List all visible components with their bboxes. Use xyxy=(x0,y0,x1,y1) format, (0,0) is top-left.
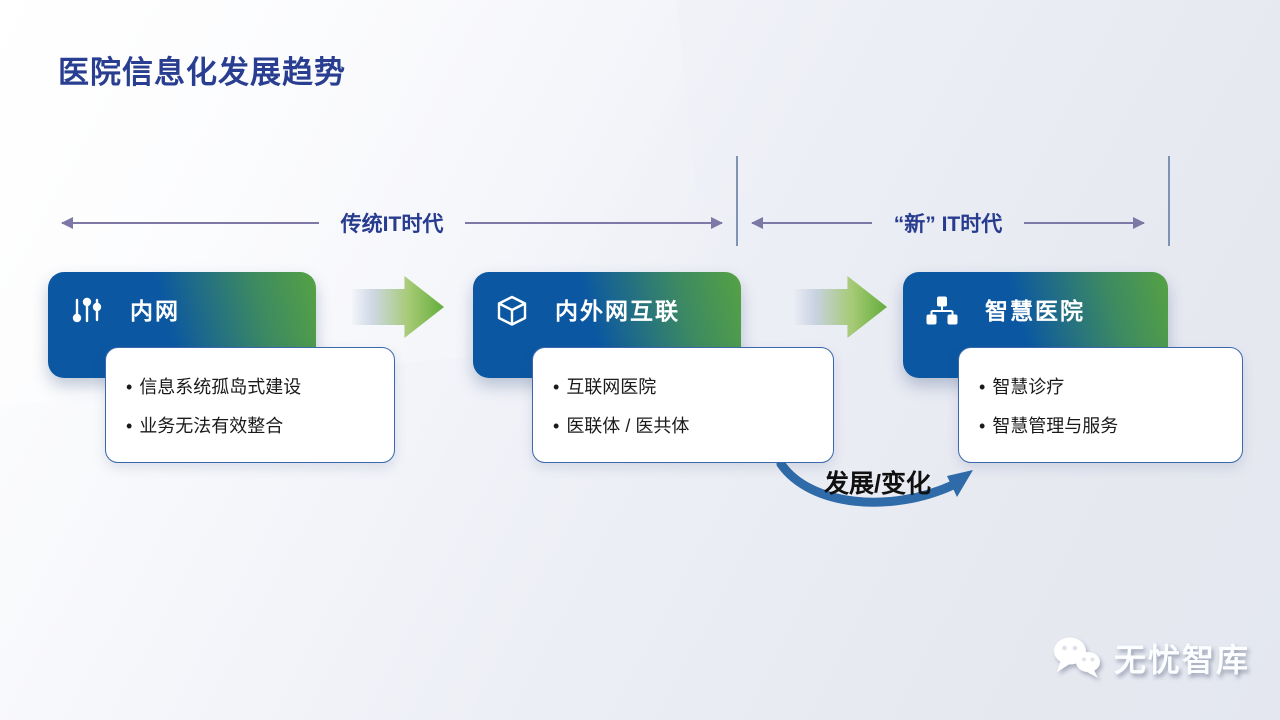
bullet-text: 智慧管理与服务 xyxy=(992,416,1119,436)
bullet-item: • 互联网医院 xyxy=(553,377,823,398)
bullet-item: • 业务无法有效整合 xyxy=(126,416,384,437)
page-title: 医院信息化发展趋势 xyxy=(58,54,346,90)
stage-label: 智慧医院 xyxy=(985,298,1085,324)
bullet-text: 信息系统孤岛式建设 xyxy=(139,377,302,398)
era-label: “新” IT时代 xyxy=(893,213,1003,236)
era-new-it: “新” IT时代 xyxy=(751,206,1145,240)
arrow-left-icon xyxy=(61,217,319,229)
bullet-item: • 智慧管理与服务 xyxy=(979,416,1232,437)
arrow-left-icon xyxy=(751,217,872,229)
era-traditional-it: 传统IT时代 xyxy=(61,206,723,240)
stage-label: 内网 xyxy=(130,298,180,324)
flow-arrow-icon xyxy=(352,276,444,338)
arrow-right-icon xyxy=(465,217,723,229)
bullet-marker: • xyxy=(126,377,133,398)
watermark: 无忧智库 xyxy=(1050,632,1250,684)
transition-label: 发展/变化 xyxy=(824,470,931,498)
wechat-icon xyxy=(1054,637,1100,678)
cube-icon xyxy=(493,292,531,330)
bullet-text: 智慧诊疗 xyxy=(992,377,1065,398)
bullet-marker: • xyxy=(553,377,560,398)
bullet-marker: • xyxy=(553,416,560,436)
bullet-item: • 医联体 / 医共体 xyxy=(553,416,823,437)
stage-card-intranet: • 信息系统孤岛式建设 • 业务无法有效整合 xyxy=(105,347,395,463)
era-label: 传统IT时代 xyxy=(340,213,444,236)
era-divider xyxy=(1168,156,1170,246)
era-divider xyxy=(736,156,738,246)
curved-arrow-icon xyxy=(776,459,973,507)
arrow-right-icon xyxy=(1024,217,1145,229)
bullet-item: • 信息系统孤岛式建设 xyxy=(126,377,384,398)
bullet-text: 互联网医院 xyxy=(566,377,657,398)
bullet-marker: • xyxy=(979,416,986,436)
stage-card-smart-hospital: • 智慧诊疗 • 智慧管理与服务 xyxy=(958,347,1243,463)
orgchart-icon xyxy=(923,292,961,330)
bullet-marker: • xyxy=(126,416,133,436)
bullet-text: 业务无法有效整合 xyxy=(139,416,284,436)
watermark-text: 无忧智库 xyxy=(1114,642,1251,678)
sliders-icon xyxy=(68,292,106,330)
stage-card-interconnect: • 互联网医院 • 医联体 / 医共体 xyxy=(532,347,834,463)
bullet-marker: • xyxy=(979,377,986,398)
flow-arrow-icon xyxy=(795,276,887,338)
bullet-text: 医联体 / 医共体 xyxy=(566,416,690,436)
bullet-item: • 智慧诊疗 xyxy=(979,377,1232,398)
stage-label: 内外网互联 xyxy=(555,298,680,324)
